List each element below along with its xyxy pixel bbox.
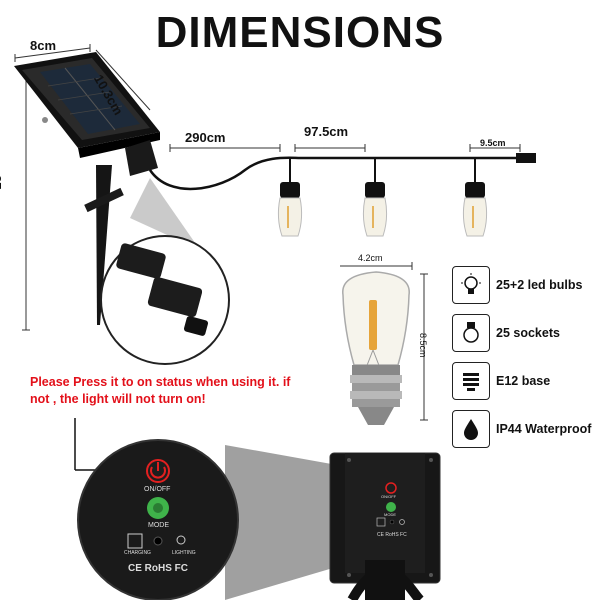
feature-item: IP44 Waterproof — [452, 409, 591, 449]
cable-dimension-lines — [169, 144, 521, 152]
feature-item: 25 sockets — [452, 313, 591, 353]
led-bulb-icon — [452, 266, 490, 304]
charging-label: CHARGING — [124, 550, 151, 556]
socket-bulb-icon — [452, 314, 490, 352]
feature-item: 25+2 led bulbs — [452, 265, 591, 305]
small-mode-label: MODE — [384, 512, 396, 517]
small-power-label: ON/OFF — [381, 494, 397, 499]
connector-zoom-circle — [100, 235, 230, 365]
cert-label: CE RoHS FC — [128, 563, 188, 574]
lead-length-label: 290cm — [185, 130, 226, 145]
string-bulbs — [277, 158, 488, 237]
page-title: DIMENSIONS — [155, 8, 445, 57]
feature-label: E12 base — [496, 374, 551, 388]
feature-item: E12 base — [452, 361, 591, 401]
control-box — [329, 452, 441, 600]
power-button[interactable] — [385, 482, 397, 494]
bulb-spacing-label: 97.5cm — [304, 124, 349, 139]
drop-length-label: 9.5cm — [480, 138, 506, 148]
bulb-closeup — [340, 262, 428, 425]
feature-label: 25+2 led bulbs — [496, 278, 583, 292]
panel-dimension-lines — [14, 44, 151, 331]
panel-height-label: 27cm — [0, 175, 4, 209]
small-cert-label: CE RoHS FC — [377, 532, 407, 538]
mode-button[interactable] — [386, 502, 396, 512]
solar-panel — [14, 52, 160, 325]
screw-base-icon — [452, 362, 490, 400]
warning-line-1: Please Press it to on status when using … — [30, 375, 291, 389]
bulb-height-label: 8.5cm — [418, 333, 428, 358]
warning-line-2: not , the light will not turn on! — [30, 392, 206, 406]
zoom-beam — [130, 178, 200, 250]
power-label: ON/OFF — [144, 486, 171, 493]
mode-label: MODE — [148, 522, 169, 529]
water-drop-icon — [452, 410, 490, 448]
bulb-width-label: 4.2cm — [358, 253, 383, 263]
lighting-label: LIGHTING — [172, 550, 196, 556]
feature-list: 25+2 led bulbs 25 sockets E12 base IP44 … — [452, 265, 591, 449]
string-cable — [148, 156, 535, 191]
panel-width-label: 8cm — [30, 38, 57, 53]
feature-label: IP44 Waterproof — [496, 422, 592, 436]
feature-label: 25 sockets — [496, 326, 560, 340]
warning-text: Please Press it to on status when using … — [30, 374, 330, 408]
control-zoom-circle — [77, 439, 239, 600]
